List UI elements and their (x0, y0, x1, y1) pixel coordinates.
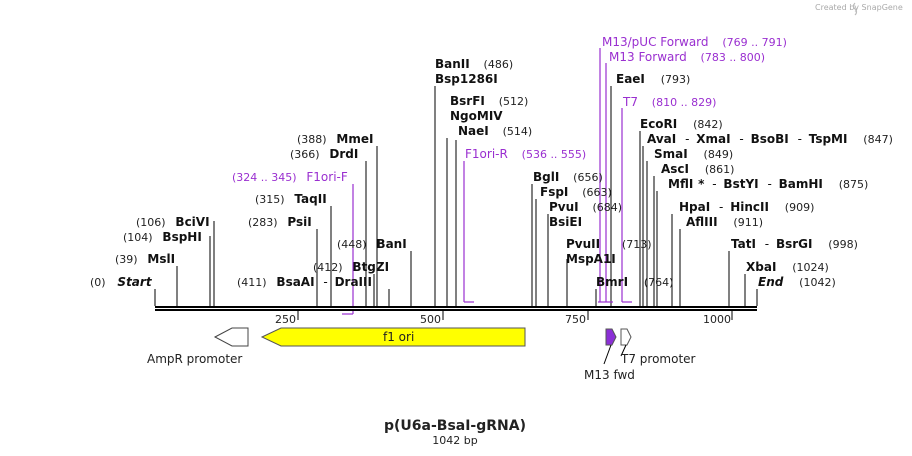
start-name: Start (117, 275, 152, 289)
t7-promoter-leader (620, 344, 627, 357)
site-mfli-bstyi-bamhi[interactable]: MflI * - BstYI - BamHI (875) (668, 177, 868, 191)
site-eaei[interactable]: EaeI (793) (616, 72, 690, 86)
site-asci[interactable]: AscI (861) (661, 162, 734, 176)
site-banii[interactable]: BanII (486) (435, 57, 513, 71)
site-bcivi[interactable]: (106) BciVI (136, 215, 210, 229)
site-naei[interactable]: NaeI (514) (458, 124, 532, 138)
site-bsaai-draiii[interactable]: (411) BsaAI - DraIII (237, 275, 372, 289)
ampr-promoter-label: AmpR promoter (147, 352, 242, 366)
tick-label-250: 250 (275, 313, 296, 326)
end-label[interactable]: End (1042) (758, 275, 836, 289)
t7-promoter-feature[interactable] (620, 328, 632, 346)
f1-ori-feature[interactable] (260, 327, 526, 347)
tick-label-500: 500 (420, 313, 441, 326)
f1-ori-label: f1 ori (383, 330, 414, 344)
site-avai-xmai-bsobi-tspmi[interactable]: AvaI - XmaI - BsoBI - TspMI (847) (647, 132, 893, 146)
site-afliii[interactable]: AflIII (911) (686, 215, 763, 229)
site-mspa1i[interactable]: MspA1I (566, 252, 616, 266)
site-hpai-hincii[interactable]: HpaI - HincII (909) (679, 200, 814, 214)
site-xbai[interactable]: XbaI (1024) (746, 260, 829, 274)
primer-leader-lines (342, 48, 632, 315)
map-title: p(U6a-BsaI-gRNA) (384, 418, 526, 434)
site-psii[interactable]: (283) PsiI (248, 215, 312, 229)
primer-m13puc-forward[interactable]: M13/pUC Forward (769 .. 791) (602, 35, 787, 49)
site-ecori[interactable]: EcoRI (842) (640, 117, 723, 131)
site-bgli[interactable]: BglI (656) (533, 170, 603, 184)
primer-t7[interactable]: T7 (810 .. 829) (622, 95, 716, 109)
site-bsrfi[interactable]: BsrFI (512) (450, 94, 528, 108)
site-mmei[interactable]: (388) MmeI (297, 132, 373, 146)
m13-fwd-feature[interactable] (605, 328, 617, 346)
primer-m13-forward[interactable]: M13 Forward (783 .. 800) (609, 50, 765, 64)
site-msli[interactable]: (39) MslI (115, 252, 175, 266)
backbone (155, 306, 757, 311)
m13-fwd-leader (603, 344, 612, 365)
start-pos: (0) (90, 276, 106, 289)
map-length: 1042 bp (432, 434, 477, 447)
site-bani[interactable]: (448) BanI (337, 237, 407, 251)
snapgene-logo-icon (852, 2, 858, 16)
tick-label-750: 750 (565, 313, 586, 326)
site-bsp1286i[interactable]: Bsp1286I (435, 72, 498, 86)
site-bsiei[interactable]: BsiEI (549, 215, 582, 229)
ampr-promoter-shape[interactable] (213, 327, 249, 347)
site-bmri[interactable]: BmrI (764) (596, 275, 673, 289)
site-smai[interactable]: SmaI (849) (654, 147, 733, 161)
end-pos: (1042) (799, 276, 836, 289)
site-btgzi[interactable]: (412) BtgZI (313, 260, 389, 274)
site-drdi[interactable]: (366) DrdI (290, 147, 358, 161)
tick-marks (297, 311, 733, 320)
primer-f1ori-r[interactable]: F1ori-R (536 .. 555) (465, 147, 586, 161)
m13-fwd-label: M13 fwd (584, 368, 635, 382)
tick-label-1000: 1000 (703, 313, 731, 326)
site-bsphi[interactable]: (104) BspHI (123, 230, 202, 244)
site-leader-lines (154, 86, 758, 306)
start-label[interactable]: (0) Start (90, 275, 153, 289)
site-pvuii[interactable]: PvuII (713) (566, 237, 652, 251)
snapgene-credit: Created by SnapGene (815, 3, 903, 12)
site-pvui[interactable]: PvuI (684) (549, 200, 622, 214)
site-ngomiv[interactable]: NgoMIV (450, 109, 503, 123)
site-tati-bsrgi[interactable]: TatI - BsrGI (998) (731, 237, 858, 251)
site-taqii[interactable]: (315) TaqII (255, 192, 327, 206)
t7-promoter-label: T7 promoter (620, 352, 696, 366)
site-fspi[interactable]: FspI (663) (540, 185, 612, 199)
end-name: End (758, 275, 784, 289)
primer-f1ori-f[interactable]: (324 .. 345) F1ori-F (232, 170, 348, 184)
